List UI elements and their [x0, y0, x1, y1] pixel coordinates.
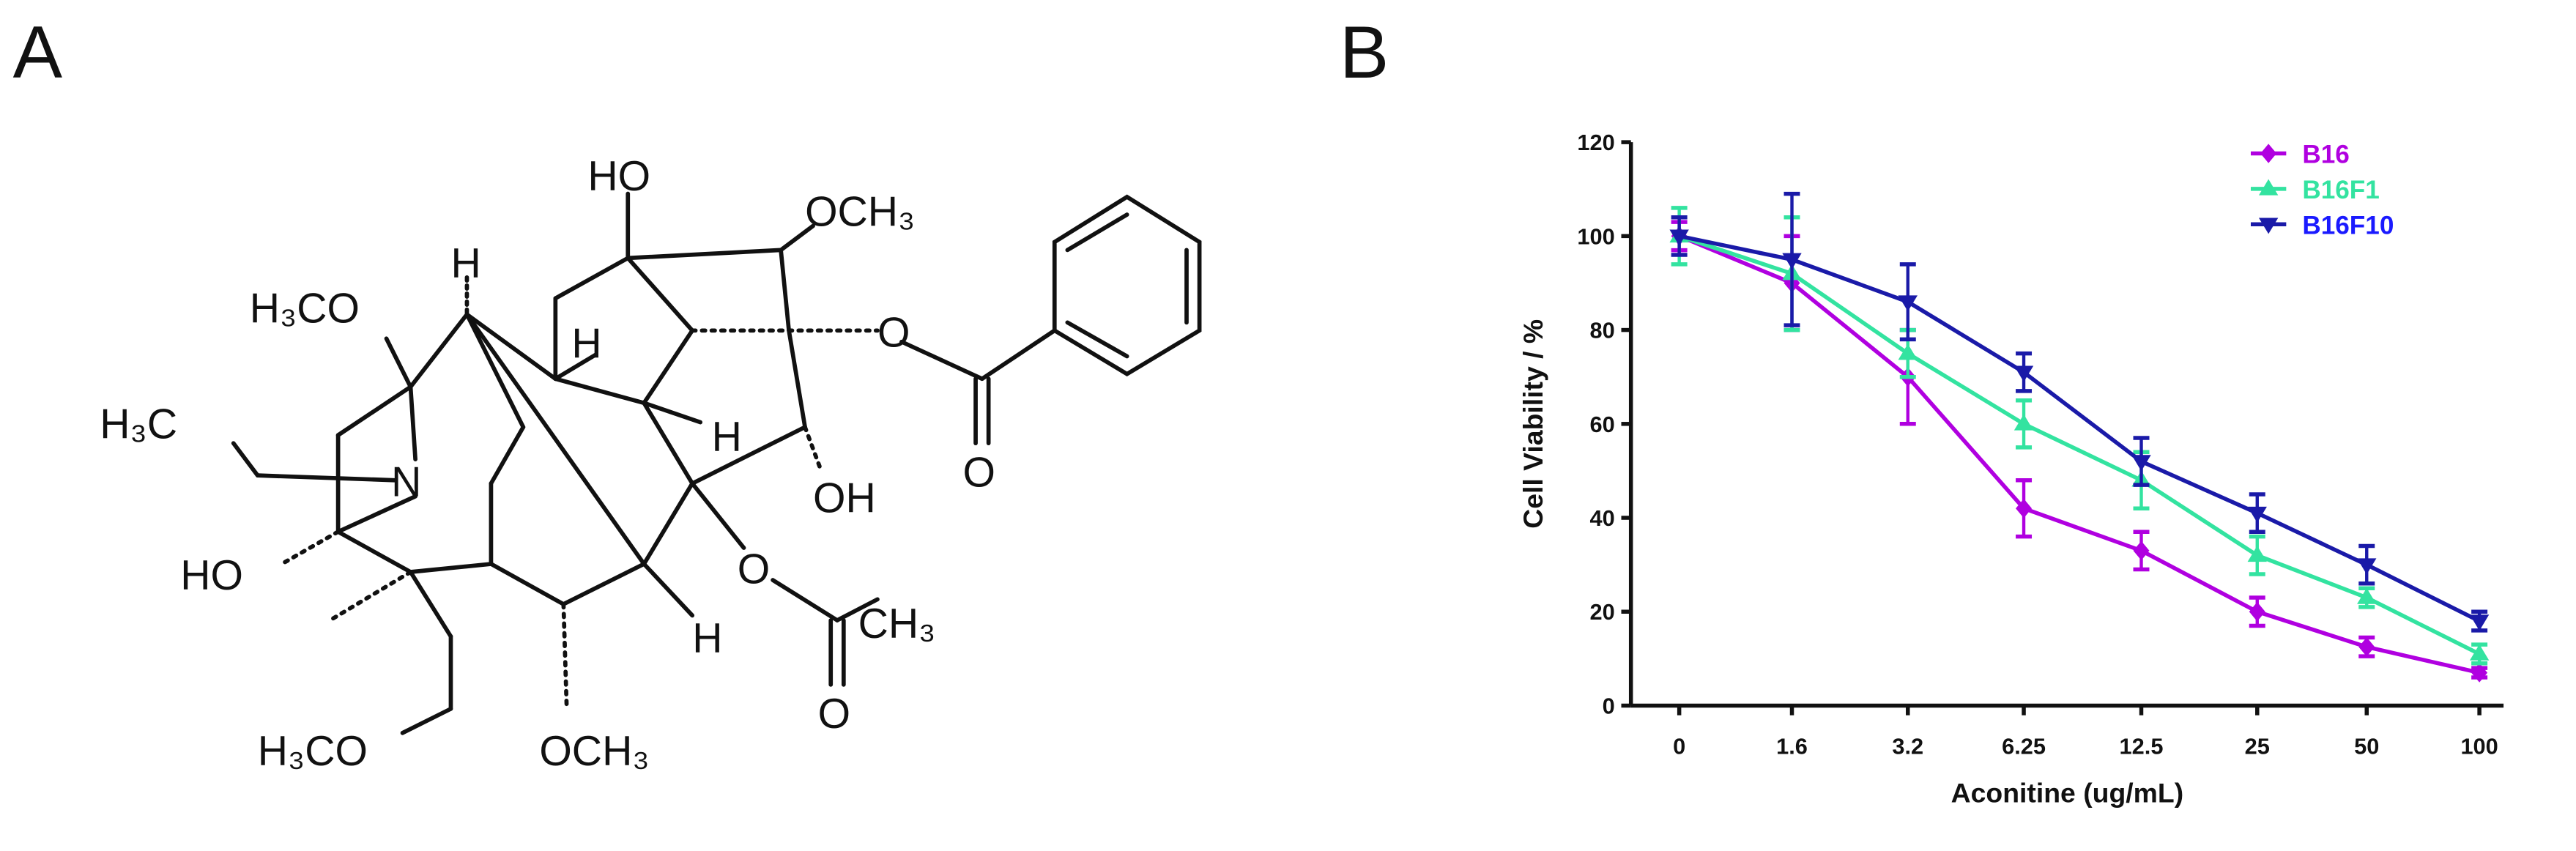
atom-label: OH [813, 475, 876, 522]
data-point-marker [2357, 558, 2377, 575]
data-point-marker [2260, 144, 2277, 163]
atom-label: O [818, 691, 850, 737]
data-point-marker [2471, 663, 2488, 683]
atom-label: O [738, 546, 770, 592]
atom-label: H [712, 414, 742, 461]
y-tick-label: 60 [1589, 412, 1614, 437]
data-point-marker [2247, 546, 2267, 562]
atom-label: H₃CO [258, 728, 368, 775]
series-line [1678, 234, 2480, 675]
x-tick-label: 50 [2354, 733, 2379, 759]
x-tick-label: 25 [2245, 733, 2270, 759]
data-point-marker [2133, 540, 2150, 561]
atom-label: OCH₃ [539, 728, 649, 775]
data-point-marker [2469, 614, 2490, 631]
y-tick-label: 40 [1589, 505, 1614, 531]
data-point-marker [1782, 253, 1802, 270]
atom-label: O [962, 450, 995, 497]
panel-label-a: A [13, 11, 63, 94]
data-point-marker [2258, 218, 2279, 234]
series-B16F10 [1669, 191, 2490, 633]
atom-label: CH₃ [858, 601, 936, 647]
atom-label: H₃CO [250, 285, 360, 332]
y-tick-label: 20 [1589, 599, 1614, 625]
data-point-marker [2358, 637, 2375, 657]
data-point-marker [2249, 602, 2265, 622]
atom-label: H [692, 615, 722, 662]
atom-label: N [391, 459, 421, 506]
x-tick-label: 0 [1673, 733, 1685, 759]
x-tick-label: 12.5 [2120, 733, 2164, 759]
data-point-marker [2258, 179, 2279, 196]
atom-label: H₃C [100, 401, 177, 448]
atom-label: O [877, 309, 910, 356]
atom-label: HO [180, 552, 243, 599]
y-tick-label: 80 [1589, 318, 1614, 343]
data-point-marker [1898, 295, 1918, 312]
data-point-marker [2013, 365, 2034, 382]
data-point-marker [2357, 587, 2377, 604]
atom-label: OCH₃ [805, 188, 915, 235]
atom-label: HO [587, 153, 650, 200]
y-tick-label: 120 [1577, 130, 1614, 155]
data-point-marker [1898, 343, 1918, 360]
atom-label: H [450, 240, 480, 287]
x-tick-label: 100 [2460, 733, 2498, 759]
legend-label: B16 [2302, 141, 2349, 169]
y-tick-label: 100 [1577, 223, 1614, 249]
data-point-marker [1669, 229, 1689, 246]
data-point-marker [2247, 506, 2267, 523]
x-tick-label: 6.25 [2002, 733, 2046, 759]
y-axis-label: Cell Viability / % [1518, 319, 1548, 529]
x-axis-label: Aconitine (ug/mL) [1951, 777, 2184, 808]
legend-label: B16F1 [2302, 176, 2380, 204]
data-point-marker [2131, 455, 2151, 472]
x-tick-label: 3.2 [1892, 733, 1923, 759]
panel-label-b: B [1340, 11, 1389, 94]
series-line [1678, 234, 2481, 656]
x-tick-label: 1.6 [1776, 733, 1808, 759]
data-point-marker [2013, 414, 2034, 431]
cell-viability-chart: 0 20 40 60 80 100 120 0 1.6 3.2 6.25 12.5 25 50 100Aco… [1518, 130, 2504, 808]
y-tick-label: 0 [1603, 693, 1615, 718]
structure-bonds [231, 191, 1202, 735]
series-line [1679, 234, 2481, 623]
atom-label: H [571, 321, 601, 368]
legend-label: B16F10 [2302, 211, 2394, 239]
data-point-marker [2469, 644, 2490, 661]
